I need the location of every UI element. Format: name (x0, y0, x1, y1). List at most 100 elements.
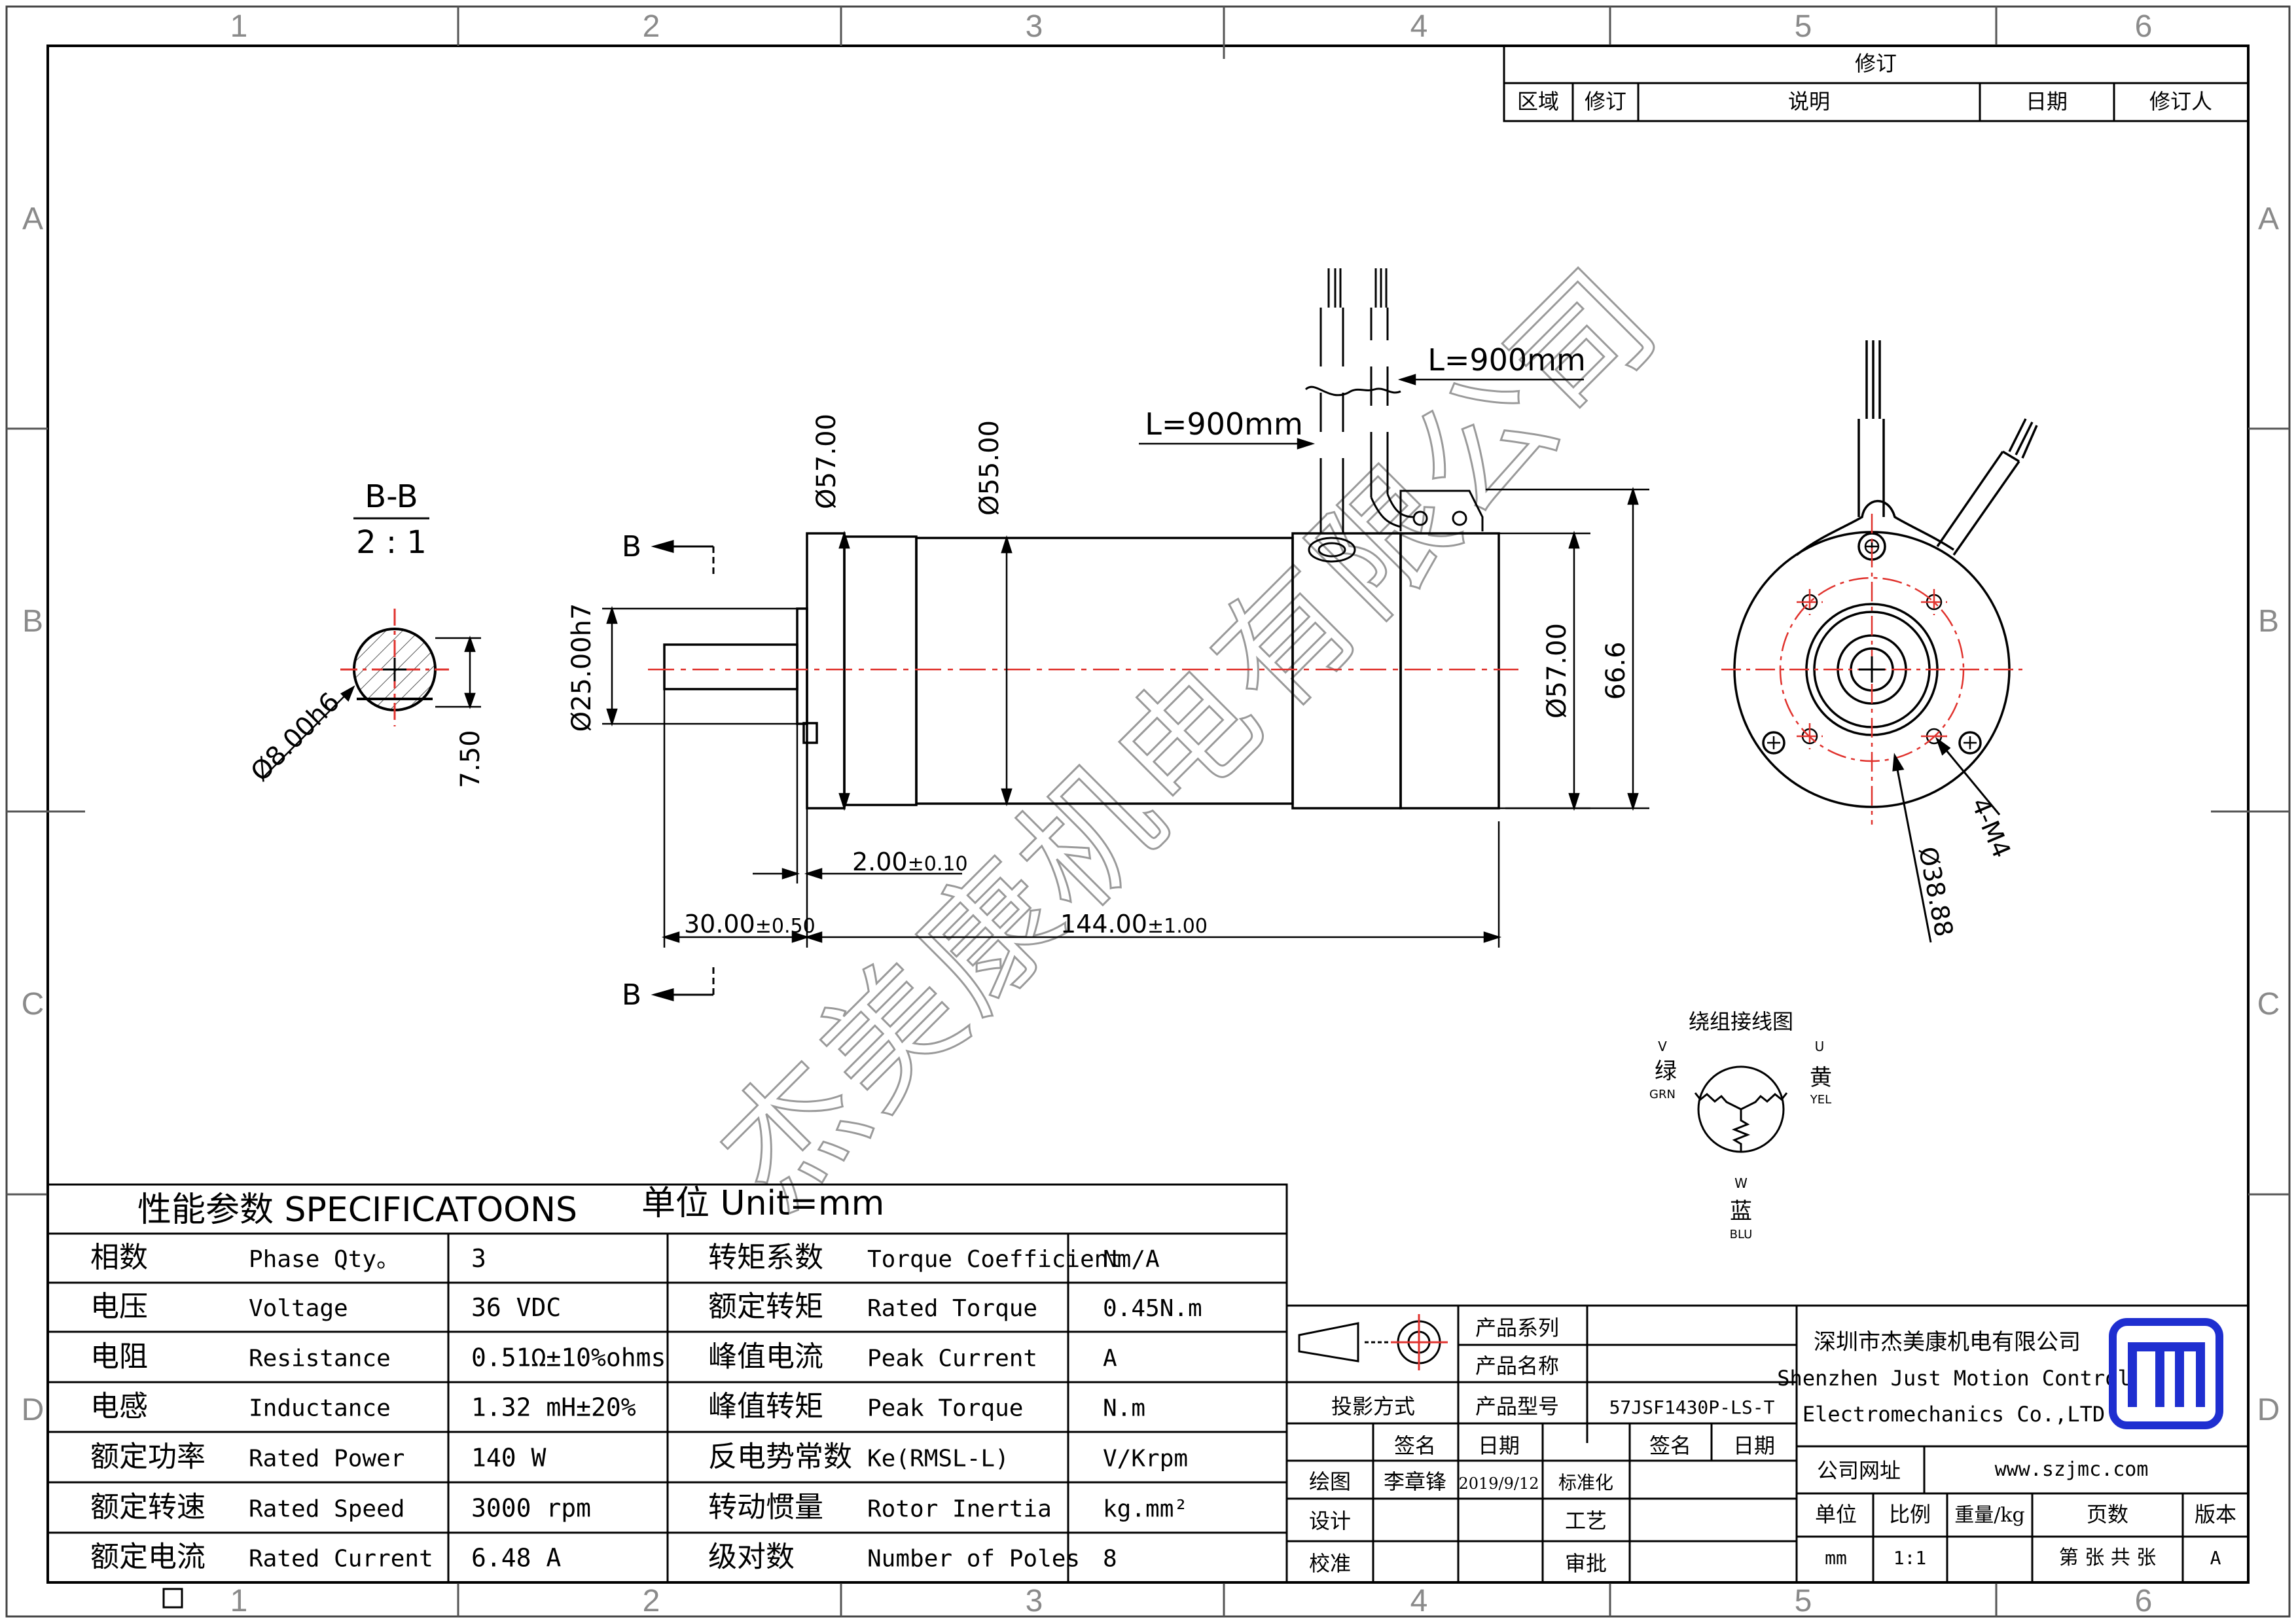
section-view-b-b: B-B 2 : 1 7.50 Ø8.00h6 (245, 478, 486, 789)
col-label-1: 1 (230, 9, 248, 44)
company-logo (2109, 1318, 2223, 1429)
tb-date-label: 日期 (1478, 1433, 1520, 1458)
tb-weight-label: 重量/kg (1954, 1504, 2025, 1527)
col-label-3-bottom: 3 (1026, 1584, 1043, 1618)
tb-process-label: 工艺 (1565, 1508, 1607, 1533)
flange-screw (802, 722, 818, 744)
phase-w-color-cn: 蓝 (1730, 1198, 1752, 1224)
col-label-5: 5 (1795, 9, 1812, 44)
spec-cn-label-left: 额定电流 (90, 1541, 206, 1574)
spec-en-label-right: Number of Poles (867, 1546, 1080, 1573)
rear-diameter-dim: Ø57.00 (1542, 623, 1572, 719)
holes-callout: 4-M4 (1965, 794, 2017, 863)
front-flange (806, 532, 846, 810)
spec-value-right: kg.mm² (1103, 1495, 1188, 1522)
pcd-callout: Ø38.88 (1913, 844, 1959, 939)
col-label-2: 2 (643, 9, 660, 44)
body-length-tol: ±1.00 (1147, 915, 1208, 938)
spec-value-right: A (1103, 1345, 1117, 1372)
phase-w-letter: W (1734, 1175, 1748, 1191)
row-label-d-right: D (2257, 1393, 2280, 1427)
pilot-boss (796, 607, 808, 725)
spec-value-right: 8 (1103, 1546, 1117, 1573)
body-length-dim: 144.00 (1060, 910, 1147, 938)
company-name-en-2: Electromechanics Co.,LTD (1803, 1402, 2105, 1427)
spec-en-label-right: Rotor Inertia (867, 1495, 1052, 1522)
pilot-length-dim: 2.00 (852, 847, 908, 876)
phase-u-letter: U (1815, 1039, 1825, 1054)
tb-version-label: 版本 (2195, 1502, 2236, 1527)
flange-diameter-dim: Ø57.00 (812, 414, 842, 509)
col-label-3: 3 (1026, 9, 1043, 44)
col-label-2-bottom: 2 (643, 1584, 660, 1618)
corner-marker (162, 1588, 183, 1609)
spec-cn-label-left: 额定转速 (90, 1490, 206, 1524)
revision-header-reviser: 修订人 (2149, 89, 2212, 114)
col-label-6-bottom: 6 (2135, 1584, 2153, 1618)
phase-w-color-en: BLU (1730, 1228, 1753, 1241)
revision-header-desc: 说明 (1788, 89, 1830, 114)
body-diameter-dim: Ø55.00 (975, 420, 1005, 516)
spec-en-label-right: Torque Coefficient (867, 1246, 1122, 1273)
spec-cn-label-left: 电阻 (90, 1340, 148, 1373)
flat-depth-dim: 7.50 (456, 730, 486, 788)
spec-en-label-left: Rated Current (249, 1546, 433, 1573)
revision-header-rev: 修订 (1585, 89, 1626, 114)
spec-cn-label-right: 转动惯量 (708, 1490, 823, 1524)
spec-cn-label-right: 峰值电流 (708, 1340, 823, 1373)
col-label-4: 4 (1410, 9, 1428, 44)
section-marker-top: B (622, 530, 641, 563)
company-name-en-1: Shenzhen Just Motion Control (1777, 1366, 2130, 1391)
cable-length-dim-2: L=900mm (1427, 342, 1586, 378)
spec-value-left: 0.51Ω±10%ohms (471, 1343, 666, 1372)
tb-ratio-value: 1:1 (1893, 1547, 1927, 1569)
col-label-4-bottom: 4 (1410, 1584, 1428, 1618)
svg-text:30.00±0.50: 30.00±0.50 (684, 910, 816, 938)
tb-sign-label-2: 签名 (1649, 1433, 1691, 1458)
shaft (663, 643, 798, 690)
col-label-6: 6 (2135, 9, 2153, 44)
row-label-a-right: A (2258, 202, 2279, 236)
spec-value-left: 3000 rpm (471, 1493, 591, 1522)
phase-v-color-cn: 绿 (1655, 1058, 1677, 1084)
spec-cn-label-right: 转矩系数 (708, 1241, 823, 1274)
shaft-diameter-section-dim: Ø8.00h6 (245, 687, 346, 788)
tb-drawer: 李章锋 (1384, 1469, 1446, 1494)
tb-projection-label: 投影方式 (1331, 1394, 1415, 1419)
spec-en-label-left: Phase Qty。 (249, 1246, 400, 1273)
pilot-diameter-dim: Ø25.00h7 (567, 603, 597, 732)
spec-en-label-left: Inductance (249, 1395, 391, 1422)
winding-title: 绕组接线图 (1689, 1009, 1793, 1034)
row-label-b: B (22, 604, 43, 639)
shaft-length-dim: 30.00 (684, 910, 755, 938)
height-dim: 66.6 (1601, 641, 1631, 700)
spec-en-label-left: Voltage (249, 1295, 348, 1322)
phase-u-color-en: YEL (1810, 1093, 1831, 1107)
spec-en-label-right: Rated Torque (867, 1295, 1037, 1322)
spec-cn-label-right: 峰值转矩 (708, 1390, 823, 1423)
spec-cn-label-right: 级对数 (708, 1541, 795, 1574)
tb-series-label: 产品系列 (1475, 1315, 1559, 1340)
rear-section-2 (1399, 532, 1500, 810)
tb-ratio-label: 比例 (1889, 1502, 1931, 1527)
phase-u-color-cn: 黄 (1810, 1065, 1832, 1091)
row-label-b-right: B (2258, 604, 2279, 639)
tb-sign-label: 签名 (1394, 1433, 1436, 1458)
row-label-c-right: C (2257, 987, 2280, 1022)
title-block (1285, 1304, 2250, 1584)
col-label-5-bottom: 5 (1795, 1584, 1812, 1618)
spec-cn-label-left: 电压 (90, 1290, 148, 1323)
tb-address-label: 公司网址 (1817, 1458, 1901, 1483)
tb-name-label: 产品名称 (1475, 1353, 1559, 1378)
motor-end-view: 4-M4 Ø38.88 (1721, 340, 2038, 943)
tb-website: www.szjmc.com (1995, 1458, 2149, 1481)
revision-title: 修订 (1855, 51, 1897, 76)
spec-value-left: 6.48 A (471, 1544, 561, 1573)
spec-en-label-right: Peak Torque (867, 1395, 1023, 1422)
spec-en-label-left: Resistance (249, 1345, 391, 1372)
row-label-d: D (22, 1393, 45, 1427)
spec-title: 性能参数 SPECIFICATOONS (137, 1190, 577, 1230)
spec-en-label-left: Rated Power (249, 1445, 404, 1472)
section-marker-bottom: B (622, 978, 641, 1012)
